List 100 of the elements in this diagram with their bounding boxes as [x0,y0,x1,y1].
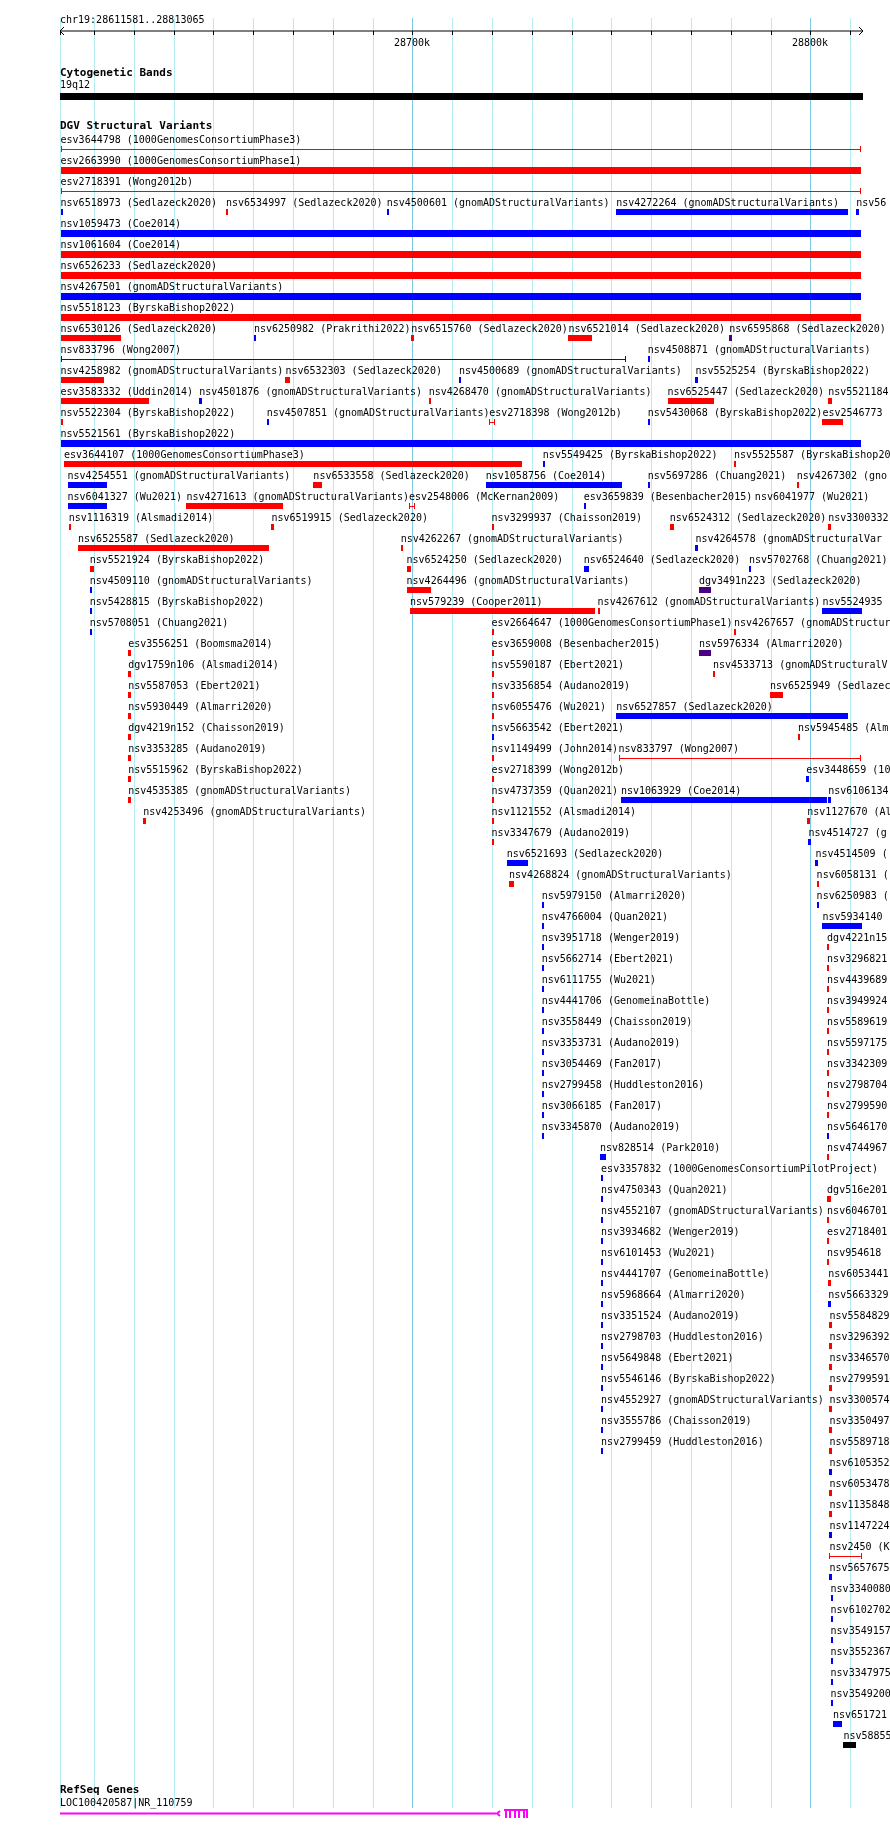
variant-label: nsv5428815 (ByrskaBishop2022) [89,596,265,608]
variant-label: nsv6105352 [829,1457,890,1469]
variant-label: nsv56 [856,197,887,209]
variant-label: nsv6521693 (Sedlazeck2020) [506,848,664,860]
variant-label: nsv3300332 [828,512,889,524]
gene-label: LOC100420587|NR_110759 [60,1797,193,1809]
variant-label: nsv6250982 (Prakrithi2022) [253,323,411,335]
variant-label: nsv6525949 (Sedlazec [770,680,890,692]
variant-label: esv2718401 [827,1226,888,1238]
variant-label: nsv6519915 (Sedlazeck2020) [271,512,428,524]
variant-label: nsv4258982 (gnomADStructuralVariants) [60,365,284,377]
variant-label: nsv4552107 (gnomADStructuralVariants) [601,1205,824,1217]
variant-label: nsv3351524 (Audano2019) [601,1310,740,1322]
variant-label: nsv6101453 (Wu2021) [601,1247,716,1259]
variant-label: nsv2799458 (Huddleston2016) [541,1079,705,1091]
variant-label: nsv4509110 (gnomADStructuralVariants) [89,575,313,587]
variant-label: nsv4272264 (gnomADStructuralVariants) [616,197,839,209]
variant-label: esv3659839 (Besenbacher2015) [583,491,753,503]
variant-label: esv2718399 (Wong2012b) [491,764,625,776]
variant-label: nsv5524935 [822,596,883,608]
variant-label: nsv833797 (Wong2007) [618,743,739,755]
variant-label: esv2546773 [822,407,883,419]
variant-label: esv3659008 (Besenbacher2015) [491,638,661,650]
variant-label: nsv5663542 (Ebert2021) [491,722,625,734]
variant-label: nsv5589718 [829,1436,890,1448]
variant-label: nsv1149499 (John2014) [491,743,619,755]
variant-label: nsv4441706 (GenomeinaBottle) [541,995,711,1007]
variant-label: nsv1121552 (Alsmadi2014) [491,806,637,818]
variant-label: nsv6046701 [827,1205,888,1217]
variant-label: nsv5430068 (ByrskaBishop2022) [647,407,823,419]
variant-label: nsv2799591 [829,1373,890,1385]
variant-label: nsv5590187 (Ebert2021) [491,659,625,671]
variant-label: nsv3347975 [830,1667,890,1679]
variant-label: nsv3356854 (Audano2019) [491,680,631,692]
variant-label: nsv4268824 (gnomADStructuralVariants) [509,869,732,881]
variant-label: nsv6518973 (Sedlazeck2020) [60,197,218,209]
variant-label: nsv3342309 [827,1058,888,1070]
variant-label: nsv5646170 [827,1121,888,1133]
variant-label: nsv4501876 (gnomADStructuralVariants) [199,386,422,398]
variant-label: nsv4254551 (gnomADStructuralVariants) [67,470,291,482]
variant-label: nsv5584829 [829,1310,890,1322]
variant-label: nsv833796 (Wong2007) [60,344,181,356]
variant-label: nsv4508871 (gnomADStructuralVariants) [647,344,871,356]
variant-label: nsv4267657 (gnomADStructur [733,617,890,629]
variant-label: nsv4744967 [827,1142,888,1154]
variant-label: nsv3347679 (Audano2019) [491,827,631,839]
variant-label: dgv516e201 [827,1184,888,1196]
variant-label: nsv579239 (Cooper2011) [410,596,543,608]
variant-label: nsv4264578 (gnomADStructuralVar [695,533,883,545]
variant-label: nsv5702768 (Chuang2021) [749,554,888,566]
variant-label: nsv6111755 (Wu2021) [541,974,657,986]
scale-tick-label: 28800k [791,37,829,49]
variant-label: esv3583332 (Uddin2014) [60,386,193,398]
variant-label: nsv2799459 (Huddleston2016) [601,1436,764,1448]
variant-label: nsv5549425 (ByrskaBishop2022) [542,449,718,461]
variant-label: nsv5663329 [828,1289,889,1301]
variant-label: nsv5930449 (Almarri2020) [128,701,273,713]
variant-label: nsv6058131 ( [816,869,889,881]
variant-label: nsv5587053 (Ebert2021) [128,680,261,692]
variant-label: nsv6055476 (Wu2021) [491,701,606,713]
variant-label: nsv5521561 (ByrskaBishop2022) [60,428,236,440]
variant-label: nsv5597175 [827,1037,888,1049]
variant-label: nsv4500601 (gnomADStructuralVariants) [386,197,610,209]
variant-label: nsv3296821 [827,953,888,965]
variant-label: nsv6250983 ( [816,890,889,902]
variant-label: nsv5521184 [828,386,889,398]
variant-label: nsv6515760 (Sedlazeck2020) [411,323,568,335]
variant-label: nsv5697286 (Chuang2021) [647,470,787,482]
variant-label: nsv5546146 (ByrskaBishop2022) [601,1373,776,1385]
variant-label: nsv4268470 (gnomADStructuralVariants) [428,386,652,398]
variant-label: nsv1059473 (Coe2014) [60,218,181,230]
variant-label: nsv4507851 (gnomADStructuralVariants) [266,407,490,419]
variant-label: nsv6534997 (Sedlazeck2020) [226,197,383,209]
variant-label: nsv6533558 (Sedlazeck2020) [313,470,470,482]
variant-label: nsv4514509 ( [815,848,888,860]
variant-label: esv3556251 (Boomsma2014) [128,638,273,650]
variant-label: nsv4267302 (gno [796,470,888,482]
variant-label: nsv4253496 (gnomADStructuralVariants) [143,806,367,818]
variant-label: nsv5525587 (ByrskaBishop20 [733,449,890,461]
variant-label: nsv3353731 (Audano2019) [541,1037,681,1049]
variant-label: nsv6525587 (Sedlazeck2020) [78,533,235,545]
variant-label: nsv5589619 [827,1016,888,1028]
variant-label: nsv2798703 (Huddleston2016) [601,1331,764,1343]
variant-label: nsv4750343 (Quan2021) [601,1184,728,1196]
variant-label: nsv954618 [827,1247,882,1259]
variant-label: nsv4514727 (g [808,827,887,839]
variant-label: nsv1058756 (Coe2014) [485,470,607,482]
variant-label: nsv6524640 (Sedlazeck2020) [583,554,741,566]
variant-label: nsv3951718 (Wenger2019) [541,932,681,944]
variant-label: nsv1061604 (Coe2014) [60,239,181,251]
variant-label: nsv5968664 (Almarri2020) [601,1289,746,1301]
variant-label: nsv4766004 (Quan2021) [541,911,669,923]
variant-label: esv3357832 (1000GenomesConsortiumPilotProject) [601,1163,879,1175]
variant-label: nsv1063929 (Coe2014) [620,785,742,797]
variant-label: nsv5708051 (Chuang2021) [89,617,229,629]
variant-label: nsv2799590 [827,1100,888,1112]
variant-label: nsv5979150 (Almarri2020) [541,890,687,902]
variant-label: nsv6102702 [830,1604,890,1616]
variant-label: nsv3549157 [830,1625,890,1637]
variant-label: nsv1127670 (Al [807,806,890,818]
